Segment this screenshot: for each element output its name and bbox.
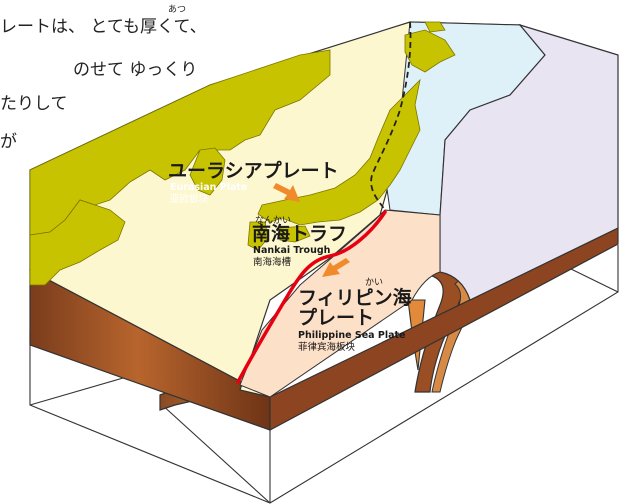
intro-ruby: あつ xyxy=(168,5,187,15)
nankai-label-en: Nankai Trough xyxy=(253,245,331,256)
philippine-label-jp1: フィリピン海 xyxy=(298,286,412,309)
eurasian-label-jp: ユーラシアプレート xyxy=(168,159,339,182)
philippine-label-zh: 菲律宾海板块 xyxy=(298,341,356,353)
eurasian-motion-arrow xyxy=(273,183,300,202)
intro-line-2: のせて ゆっくり xyxy=(73,60,198,80)
nankai-label-zh: 南海海槽 xyxy=(253,256,292,268)
philippine-plate xyxy=(239,209,441,398)
japan-honshu xyxy=(257,78,421,226)
japan-shikoku xyxy=(279,225,311,243)
intro-line-4: が xyxy=(0,132,17,152)
philippine-label-jp2: プレート xyxy=(298,306,374,329)
japan-hokkaido xyxy=(404,29,456,73)
sakhalin xyxy=(424,21,446,33)
pacific-plate xyxy=(439,23,619,301)
japan-kyushu xyxy=(247,221,269,251)
eurasian-label-en: Eurasian Plate xyxy=(170,182,247,193)
nankai-ruby: なんかい xyxy=(255,215,291,226)
china-coast xyxy=(29,199,126,286)
nankai-label-jp: 南海トラフ xyxy=(252,222,347,245)
philippine-label-en: Philippine Sea Plate xyxy=(298,330,405,341)
intro-line-3: たりして xyxy=(0,94,68,114)
korea-peninsula xyxy=(189,147,226,196)
philippine-ruby: かい xyxy=(365,277,383,288)
philippine-motion-arrow xyxy=(322,258,350,277)
nankai-trough-line xyxy=(236,210,387,384)
plate-boundary-dashed xyxy=(370,21,412,211)
intro-line-1: レートは、 とても厚くて、 xyxy=(0,17,207,37)
eurasian-label-zh: 亚欧板块 xyxy=(170,193,209,205)
